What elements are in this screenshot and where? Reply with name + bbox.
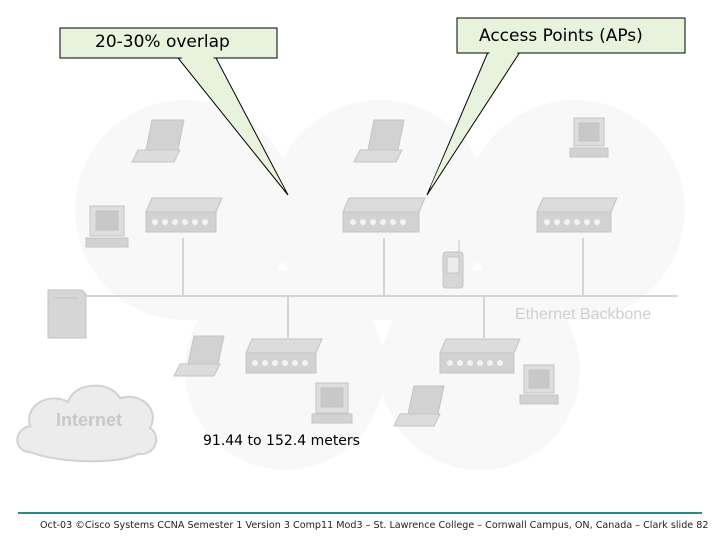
desktop-computer-icon bbox=[312, 383, 352, 423]
overlap-callout-label: 20-30% overlap bbox=[95, 32, 230, 52]
distance-label: 91.44 to 152.4 meters bbox=[203, 433, 360, 449]
footer-divider bbox=[18, 512, 702, 514]
internet-cloud-icon: Internet bbox=[17, 386, 156, 462]
access-points-callout-label: Access Points (APs) bbox=[479, 26, 643, 46]
access-point bbox=[146, 198, 222, 232]
access-point bbox=[343, 198, 425, 232]
slide-footer: Oct-03 ©Cisco Systems CCNA Semester 1 Ve… bbox=[40, 520, 708, 531]
access-point bbox=[440, 339, 520, 373]
laptop-icon bbox=[174, 336, 224, 376]
access-point bbox=[246, 339, 322, 373]
desktop-computer-icon bbox=[86, 206, 128, 247]
access-point bbox=[537, 198, 617, 232]
internet-label: Internet bbox=[56, 410, 122, 430]
desktop-computer-icon bbox=[520, 365, 558, 404]
ethernet-backbone-label: Ethernet Backbone bbox=[515, 306, 651, 323]
server-icon bbox=[48, 290, 86, 338]
desktop-computer-icon bbox=[570, 118, 608, 157]
